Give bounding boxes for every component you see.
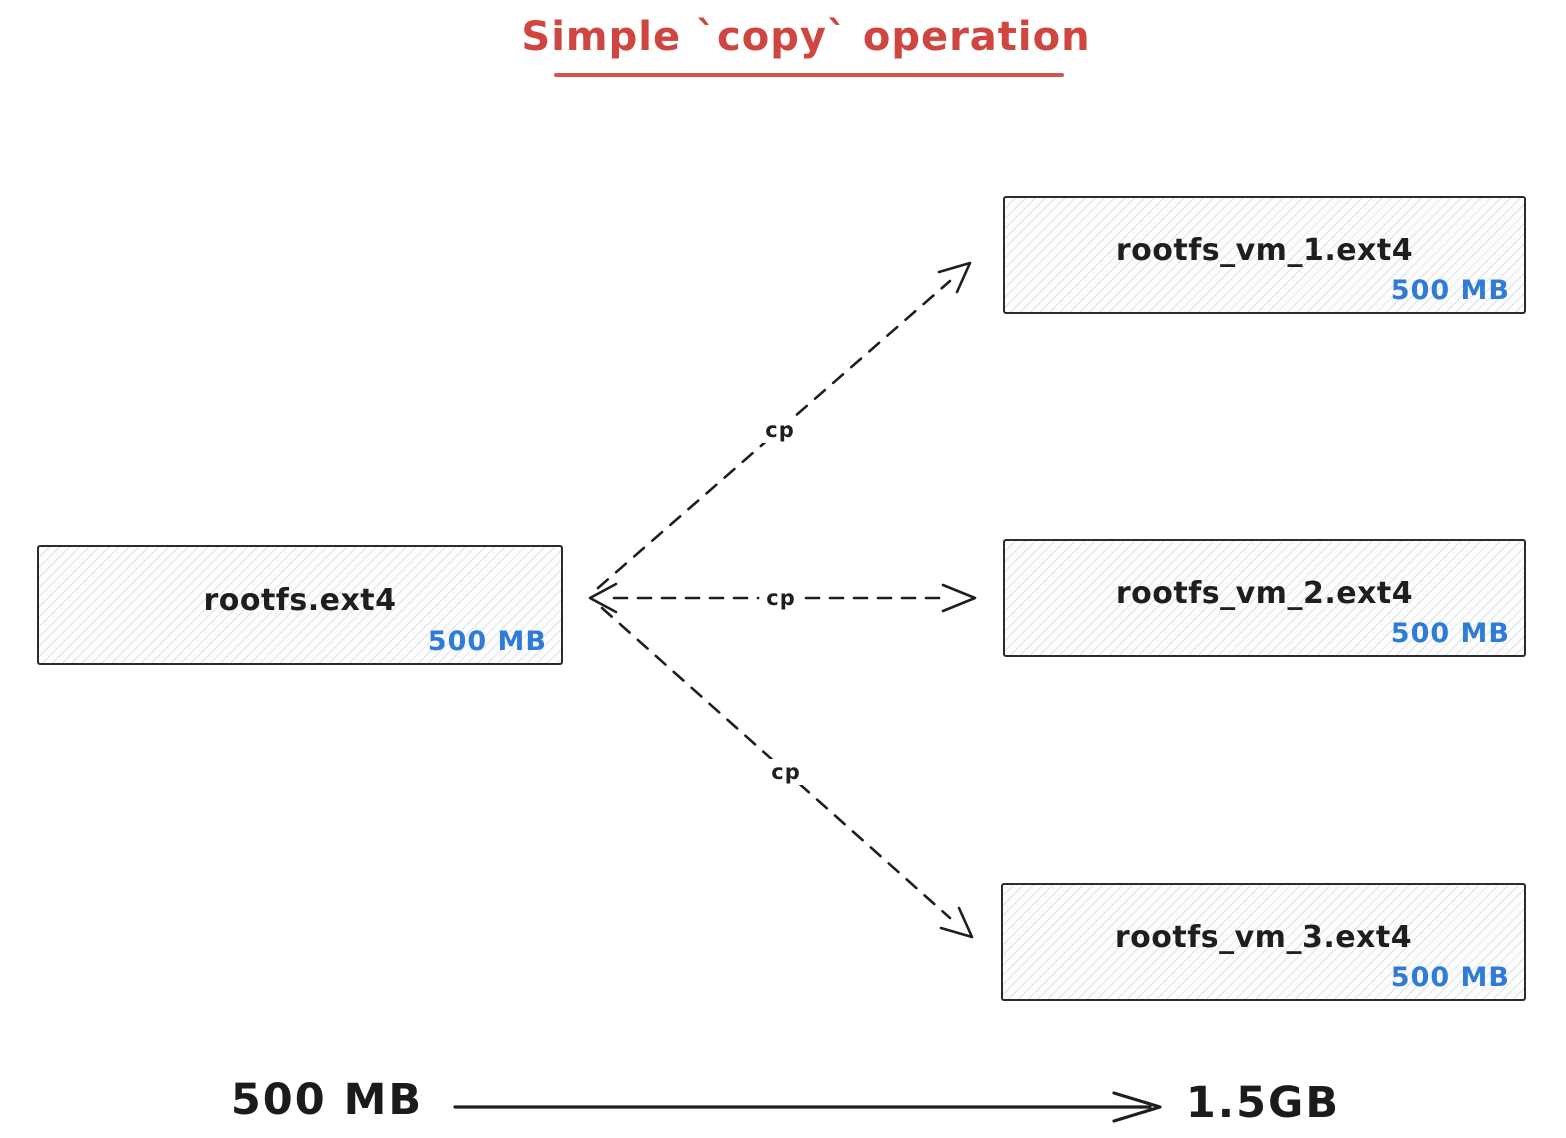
cp-label-1: cp — [758, 417, 802, 443]
cp-label-2: cp — [759, 585, 803, 611]
size-axis-arrow — [453, 1091, 1162, 1123]
node-size-badge: 500 MB — [1390, 962, 1510, 993]
target-node-vm2: rootfs_vm_2.ext4 500 MB — [1003, 539, 1526, 657]
cp-label-3: cp — [764, 759, 808, 785]
title-underline — [554, 73, 1064, 77]
node-size-badge: 500 MB — [427, 626, 547, 657]
diagram-title: Simple `copy` operation — [521, 14, 1091, 60]
size-axis-start-label: 500 MB — [230, 1075, 424, 1125]
node-label: rootfs.ext4 — [203, 582, 397, 618]
node-label: rootfs_vm_2.ext4 — [1115, 575, 1414, 611]
node-size-badge: 500 MB — [1390, 618, 1510, 649]
node-label: rootfs_vm_3.ext4 — [1114, 919, 1413, 955]
node-size-badge: 500 MB — [1390, 275, 1510, 306]
node-label: rootfs_vm_1.ext4 — [1115, 232, 1414, 268]
target-node-vm3: rootfs_vm_3.ext4 500 MB — [1001, 883, 1526, 1001]
target-node-vm1: rootfs_vm_1.ext4 500 MB — [1003, 196, 1526, 314]
size-axis-end-label: 1.5GB — [1185, 1078, 1341, 1128]
source-node-rootfs: rootfs.ext4 500 MB — [37, 545, 563, 665]
